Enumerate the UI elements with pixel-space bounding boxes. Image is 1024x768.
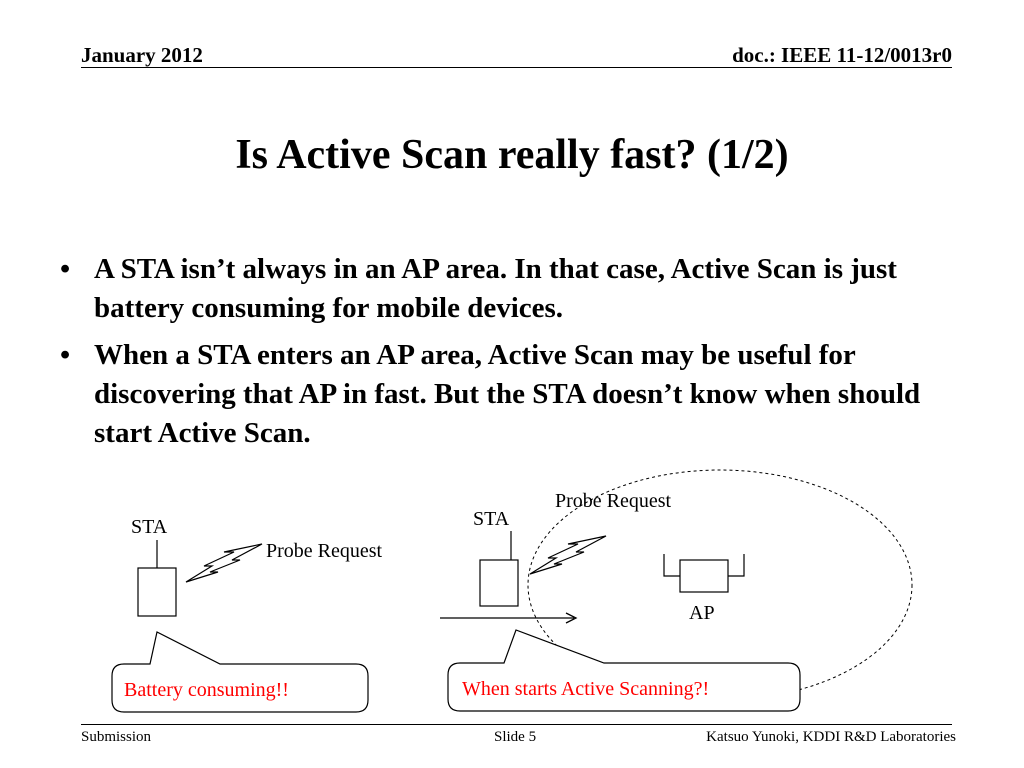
header-rule (81, 67, 952, 68)
slide-title: Is Active Scan really fast? (1/2) (235, 132, 789, 178)
ap-right-antenna (728, 554, 745, 577)
left-signal-lightning-icon (185, 543, 263, 583)
footer-author: Katsuo Yunoki, KDDI R&D Laboratories (706, 729, 956, 745)
bullet-marker: • (60, 339, 71, 371)
bullet-item: • When a STA enters an AP area, Active S… (60, 336, 970, 453)
bullet-item: • A STA isn’t always in an AP area. In t… (60, 250, 970, 328)
ap-device (679, 559, 729, 593)
bullet-list: • A STA isn’t always in an AP area. In t… (60, 250, 970, 461)
header-doc-id: doc.: IEEE 11-12/0013r0 (732, 43, 952, 67)
ap-left-antenna (663, 554, 680, 577)
right-callout-box (447, 629, 801, 712)
right-callout-text: When starts Active Scanning?! (462, 678, 710, 700)
left-callout-text: Battery consuming!! (124, 679, 289, 701)
left-sta-device (137, 567, 177, 617)
bullet-text: When a STA enters an AP area, Active Sca… (94, 339, 921, 449)
footer-rule (81, 724, 952, 725)
bullet-marker: • (60, 253, 71, 285)
left-sta-label: STA (131, 516, 168, 538)
movement-arrowhead-icon (565, 612, 578, 624)
right-signal-lightning-icon (529, 535, 607, 575)
right-sta-device (479, 559, 519, 607)
right-probe-request-label: Probe Request (555, 490, 672, 512)
ap-label: AP (689, 602, 715, 624)
footer-slide-number: Slide 5 (494, 729, 537, 745)
left-callout-box (111, 631, 369, 713)
bullet-text: A STA isn’t always in an AP area. In tha… (94, 253, 897, 324)
footer-submission: Submission (81, 729, 152, 745)
header-date: January 2012 (81, 43, 203, 67)
left-probe-request-label: Probe Request (266, 540, 383, 562)
ap-coverage-area (527, 469, 913, 701)
right-sta-label: STA (473, 508, 510, 530)
